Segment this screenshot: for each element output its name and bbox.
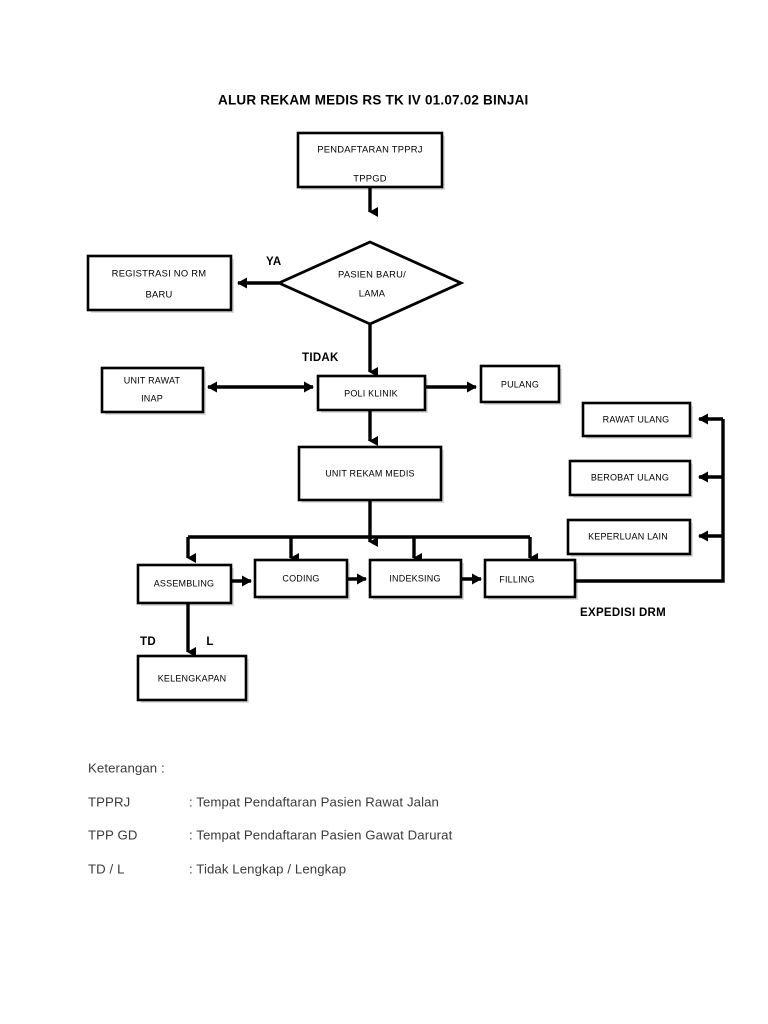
node-registrasi-no-rm[interactable]: REGISTRASI NO RM BARU	[86, 254, 234, 313]
legend-term-tppgd: TPP GD	[88, 827, 137, 842]
node-keperluan-lain[interactable]: KEPERLUAN LAIN	[566, 518, 693, 557]
edge-label-td: TD	[140, 636, 156, 648]
legend-heading: Keterangan :	[88, 760, 165, 775]
node-keperluan-lain-label: KEPERLUAN LAIN	[588, 531, 668, 541]
edge-label-tidak: TIDAK	[302, 352, 339, 364]
node-poli-klinik-label: POLI KLINIK	[344, 388, 398, 398]
node-coding[interactable]: CODING	[253, 558, 350, 600]
legend-definition-tpprj: : Tempat Pendaftaran Pasien Rawat Jalan	[189, 794, 439, 809]
node-berobat-ulang-label: BEROBAT ULANG	[591, 472, 669, 482]
node-decision-label-line1: PASIEN BARU/	[338, 268, 406, 279]
page-title: ALUR REKAM MEDIS RS TK IV 01.07.02 BINJA…	[218, 93, 529, 108]
edge-label-expedisi-drm: EXPEDISI DRM	[580, 607, 666, 619]
node-assembling[interactable]: ASSEMBLING	[136, 563, 234, 606]
node-indeksing-label: INDEKSING	[389, 573, 440, 583]
node-decision-label-line2: LAMA	[359, 287, 386, 298]
node-rawat-ulang-label: RAWAT ULANG	[603, 414, 670, 424]
node-unit-rawat-inap[interactable]: UNIT RAWAT INAP	[100, 366, 206, 415]
edge-label-l: L	[206, 636, 213, 648]
legend-definition-tppgd: : Tempat Pendaftaran Pasien Gawat Darura…	[189, 827, 453, 842]
node-registrasi-label-line2: BARU	[145, 288, 172, 299]
node-unit-rekam-medis-label: UNIT REKAM MEDIS	[325, 468, 415, 478]
edge-label-ya: YA	[266, 256, 282, 268]
node-pendaftaran-label-line2: TPPGD	[353, 172, 387, 183]
node-pulang-label: PULANG	[501, 379, 539, 389]
node-unit-rawat-inap-label-line2: INAP	[141, 393, 163, 403]
path-expedisi-drm-riser	[575, 419, 725, 583]
node-pendaftaran[interactable]: PENDAFTARAN TPPRJ TPPGD	[296, 131, 445, 190]
node-filling[interactable]: FILLING	[483, 558, 578, 600]
node-filling-label: FILLING	[499, 574, 534, 584]
node-coding-label: CODING	[282, 573, 319, 583]
node-unit-rawat-inap-label-line1: UNIT RAWAT	[124, 375, 181, 385]
legend-term-tpprj: TPPRJ	[88, 794, 130, 809]
node-rawat-ulang[interactable]: RAWAT ULANG	[581, 401, 693, 439]
node-pulang[interactable]: PULANG	[479, 364, 562, 405]
node-poli-klinik[interactable]: POLI KLINIK	[316, 374, 428, 413]
node-berobat-ulang[interactable]: BEROBAT ULANG	[568, 459, 693, 498]
legend-term-tdl: TD / L	[88, 861, 125, 876]
node-registrasi-label-line1: REGISTRASI NO RM	[112, 267, 207, 278]
legend-definition-tdl: : Tidak Lengkap / Lengkap	[189, 861, 346, 876]
node-pendaftaran-label-line1: PENDAFTARAN TPPRJ	[317, 143, 422, 154]
node-kelengkapan-label: KELENGKAPAN	[158, 673, 227, 683]
node-indeksing[interactable]: INDEKSING	[368, 558, 464, 600]
node-assembling-label: ASSEMBLING	[154, 578, 215, 588]
node-unit-rekam-medis[interactable]: UNIT REKAM MEDIS	[297, 445, 444, 503]
node-decision-pasien[interactable]: PASIEN BARU/ LAMA	[275, 240, 465, 326]
node-kelengkapan[interactable]: KELENGKAPAN	[136, 654, 249, 703]
